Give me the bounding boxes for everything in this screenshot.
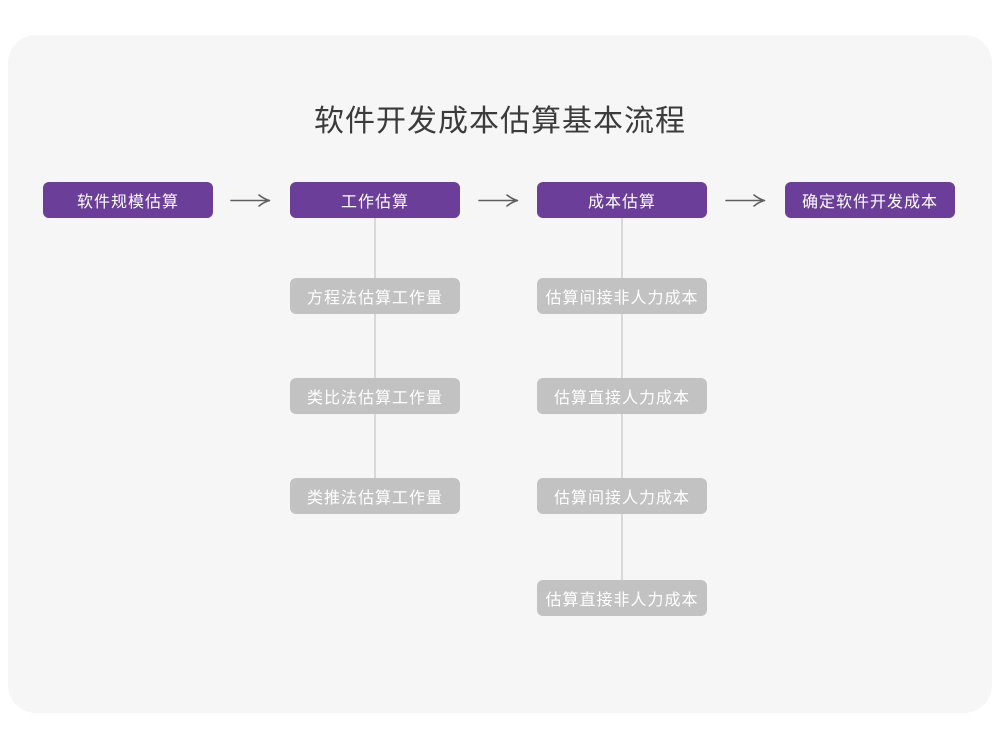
sub-node-label: 估算间接人力成本: [553, 490, 690, 507]
right-arrow-icon: [230, 194, 271, 207]
sub-node-label: 估算间接非人力成本: [545, 290, 699, 307]
flow-node-label: 工作估算: [340, 194, 409, 211]
diagram-card-background: [8, 35, 992, 713]
diagram-title: 软件开发成本估算基本流程: [314, 105, 686, 138]
right-arrow-icon: [478, 194, 519, 207]
sub-node-equation-method: 方程法估算工作量: [290, 278, 460, 314]
flow-node-software-scale-estimation: 软件规模估算: [43, 182, 213, 218]
flow-node-label: 成本估算: [587, 194, 656, 211]
sub-node-label: 类比法估算工作量: [306, 390, 443, 407]
flow-node-label: 确定软件开发成本: [801, 194, 938, 211]
sub-node-label: 估算直接非人力成本: [545, 592, 699, 609]
sub-node-direct-non-labor-cost: 估算直接非人力成本: [537, 580, 707, 616]
right-arrow-icon: [725, 194, 766, 207]
sub-node-label: 估算直接人力成本: [553, 390, 690, 407]
sub-node-analogy-method: 类比法估算工作量: [290, 378, 460, 414]
sub-node-direct-labor-cost: 估算直接人力成本: [537, 378, 707, 414]
sub-node-label: 类推法估算工作量: [306, 490, 443, 507]
sub-node-indirect-labor-cost: 估算间接人力成本: [537, 478, 707, 514]
sub-node-label: 方程法估算工作量: [306, 290, 443, 307]
flow-node-label: 软件规模估算: [76, 194, 179, 211]
flow-node-determine-software-dev-cost: 确定软件开发成本: [785, 182, 955, 218]
sub-node-indirect-non-labor-cost: 估算间接非人力成本: [537, 278, 707, 314]
sub-node-extrapolation-method: 类推法估算工作量: [290, 478, 460, 514]
flow-node-work-estimation: 工作估算: [290, 182, 460, 218]
flow-node-cost-estimation: 成本估算: [537, 182, 707, 218]
connector-line-work-estimation: [374, 218, 376, 496]
